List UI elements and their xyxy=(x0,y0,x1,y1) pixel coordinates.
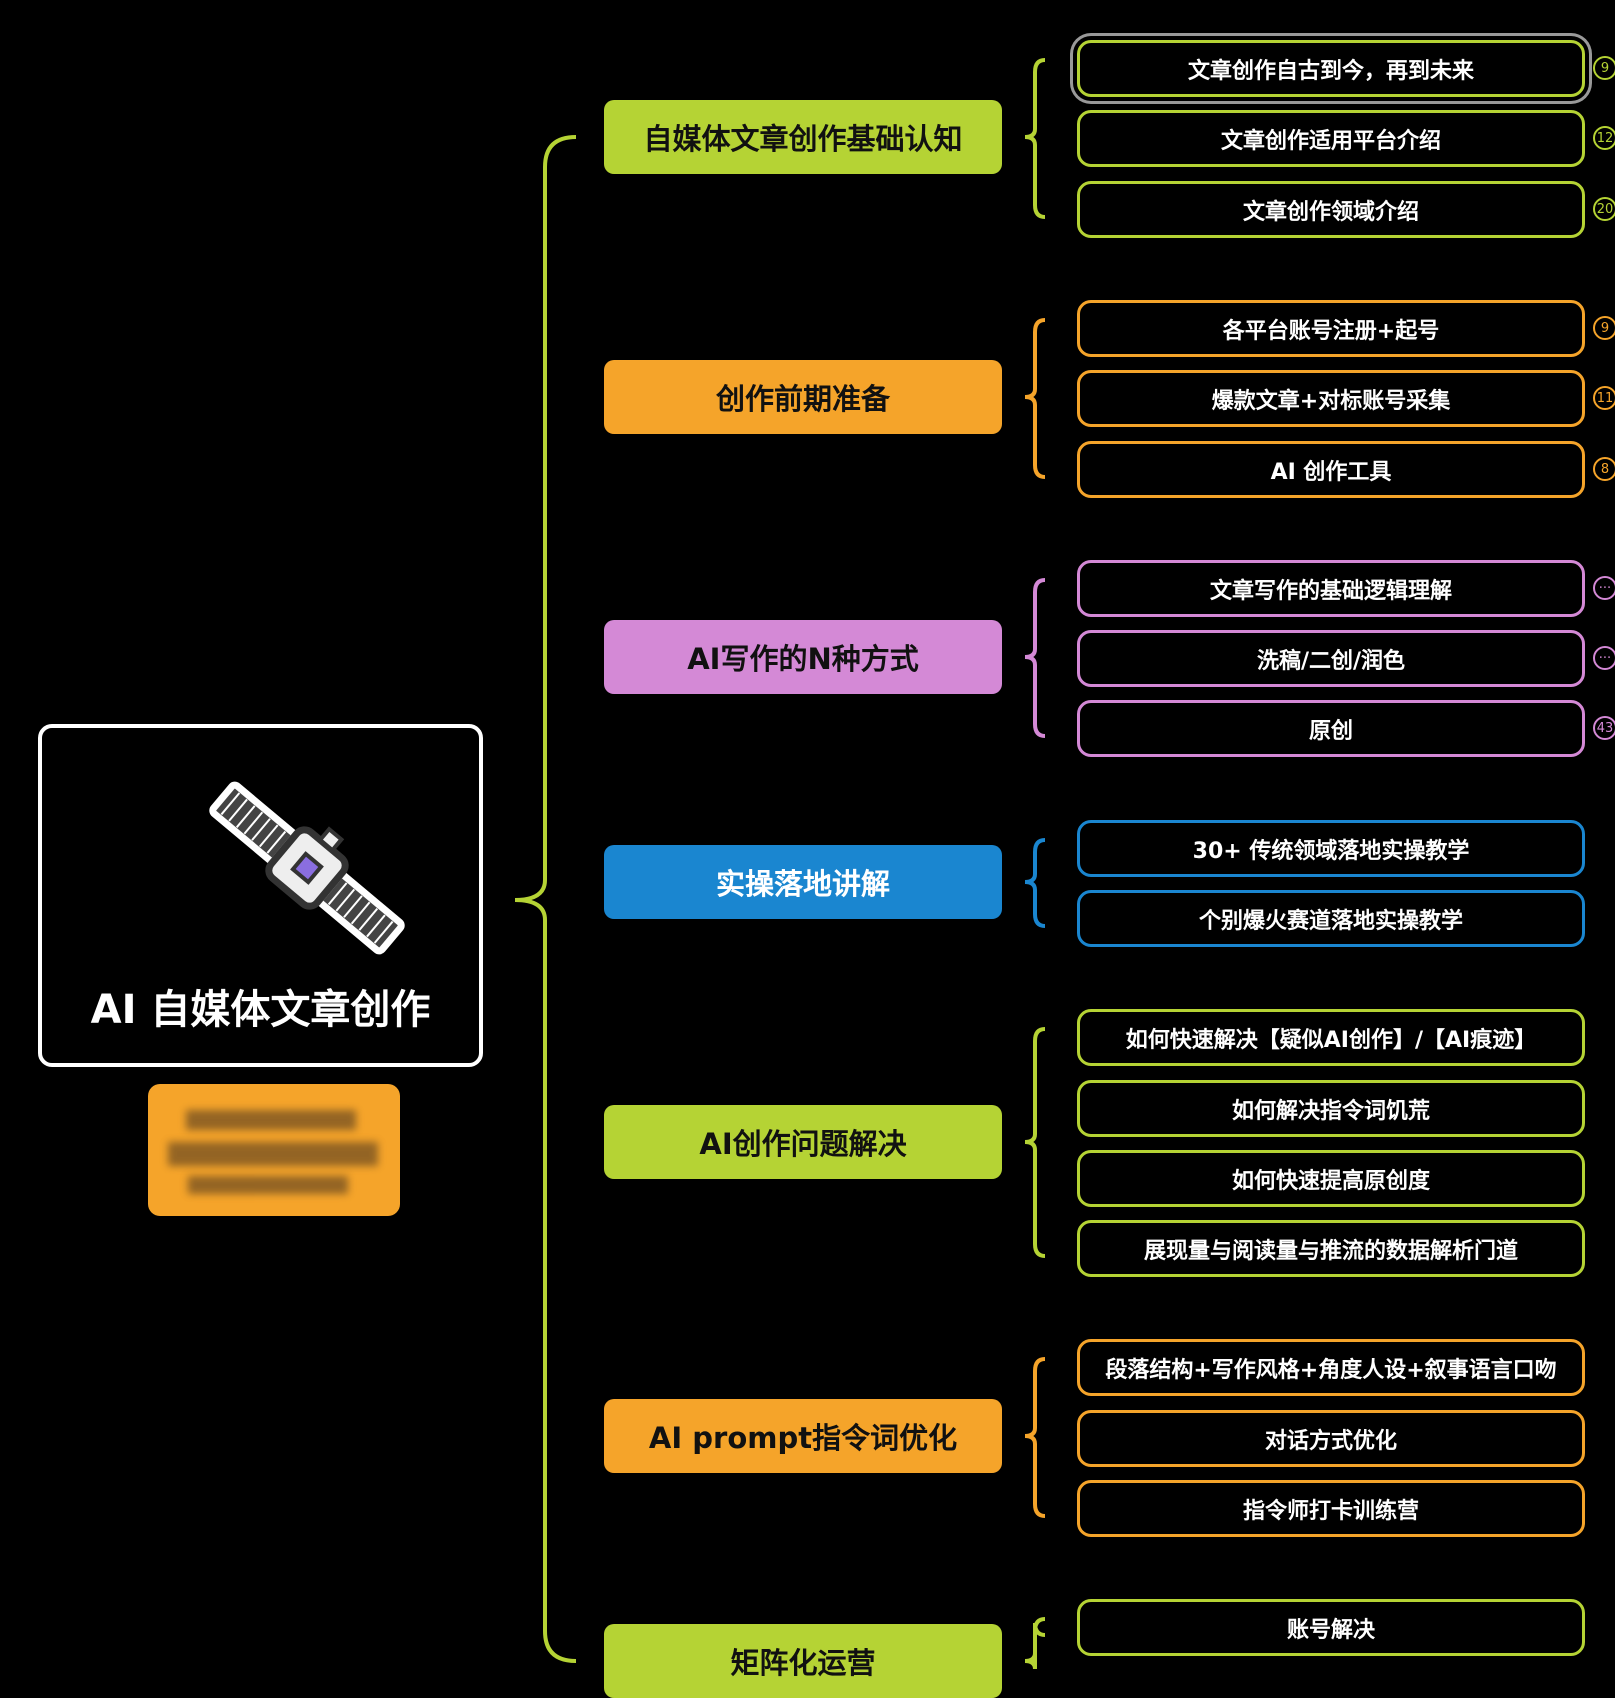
leaf-node[interactable]: 文章创作适用平台介绍 xyxy=(1077,110,1585,167)
count-badge[interactable]: 20 xyxy=(1593,197,1615,221)
count-badge[interactable]: 43 xyxy=(1593,716,1615,740)
branch-brace xyxy=(1024,1617,1046,1669)
leaf-node[interactable]: 文章创作自古到今，再到未来 xyxy=(1077,40,1585,97)
count-badge[interactable]: 9 xyxy=(1593,316,1615,340)
count-badge[interactable]: ··· xyxy=(1593,646,1615,670)
leaf-node[interactable]: 如何解决指令词饥荒 xyxy=(1077,1080,1585,1137)
branch-node[interactable]: AI prompt指令词优化 xyxy=(604,1399,1002,1473)
leaf-node[interactable]: 指令师打卡训练营 xyxy=(1077,1480,1585,1537)
branch-node[interactable]: 自媒体文章创作基础认知 xyxy=(604,100,1002,174)
count-badge[interactable]: ··· xyxy=(1593,576,1615,600)
branch-brace xyxy=(1024,1357,1046,1518)
count-badge[interactable]: 9 xyxy=(1593,56,1615,80)
satellite-icon xyxy=(209,781,405,955)
branch-brace xyxy=(1024,1027,1046,1258)
leaf-node[interactable]: 段落结构+写作风格+角度人设+叙事语言口吻 xyxy=(1077,1339,1585,1396)
leaf-node[interactable]: 洗稿/二创/润色 xyxy=(1077,630,1585,687)
leaf-node[interactable]: 个别爆火赛道落地实操教学 xyxy=(1077,890,1585,947)
count-badge[interactable]: 12 xyxy=(1593,126,1615,150)
leaf-node[interactable]: 对话方式优化 xyxy=(1077,1410,1585,1467)
leaf-node[interactable]: 账号解决 xyxy=(1077,1599,1585,1656)
root-node[interactable]: AI 自媒体文章创作 xyxy=(38,724,483,1067)
branch-brace xyxy=(1024,318,1046,479)
branch-brace xyxy=(1024,58,1046,219)
branch-node[interactable]: 创作前期准备 xyxy=(604,360,1002,434)
branch-node[interactable]: 矩阵化运营 xyxy=(604,1624,1002,1698)
redacted-note xyxy=(148,1084,400,1216)
leaf-node[interactable]: 如何快速解决【疑似AI创作】/【AI痕迹】 xyxy=(1077,1009,1585,1066)
count-badge[interactable]: 8 xyxy=(1593,457,1615,481)
leaf-node[interactable]: 文章创作领域介绍 xyxy=(1077,181,1585,238)
branch-brace xyxy=(1024,838,1046,928)
root-title: AI 自媒体文章创作 xyxy=(90,987,431,1033)
leaf-node[interactable]: AI 创作工具 xyxy=(1077,441,1585,498)
branch-node[interactable]: 实操落地讲解 xyxy=(604,845,1002,919)
branch-brace xyxy=(1024,578,1046,738)
count-badge[interactable]: 11 xyxy=(1593,386,1615,410)
branch-node[interactable]: AI写作的N种方式 xyxy=(604,620,1002,694)
leaf-node[interactable]: 如何快速提高原创度 xyxy=(1077,1150,1585,1207)
leaf-node[interactable]: 原创 xyxy=(1077,700,1585,757)
branch-node[interactable]: AI创作问题解决 xyxy=(604,1105,1002,1179)
trunk-brace xyxy=(514,135,577,1663)
leaf-node[interactable]: 各平台账号注册+起号 xyxy=(1077,300,1585,357)
leaf-node[interactable]: 30+ 传统领域落地实操教学 xyxy=(1077,820,1585,877)
leaf-node[interactable]: 爆款文章+对标账号采集 xyxy=(1077,370,1585,427)
leaf-node[interactable]: 文章写作的基础逻辑理解 xyxy=(1077,560,1585,617)
leaf-node[interactable]: 展现量与阅读量与推流的数据解析门道 xyxy=(1077,1220,1585,1277)
